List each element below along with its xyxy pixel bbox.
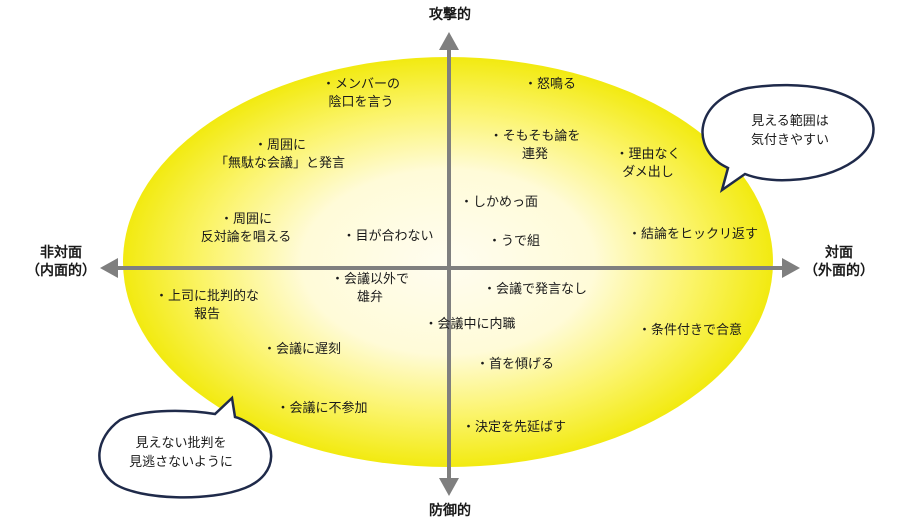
item-arms-crossed: ・うで組 bbox=[482, 233, 546, 251]
item-eloquent-outside-line1: ・会議以外で bbox=[330, 272, 409, 287]
item-backbiting: ・メンバーの 陰口を言う bbox=[306, 76, 416, 112]
item-postpone-line1: ・決定を先延ばす bbox=[461, 420, 566, 435]
item-unreasonable-rejection-line2: ダメ出し bbox=[622, 165, 674, 180]
item-useless-meeting-line1: ・周囲に bbox=[253, 138, 306, 153]
item-conditional-agreement: ・条件付きで合意 bbox=[628, 322, 752, 340]
axis-label-bottom: 防御的 bbox=[420, 502, 480, 520]
item-no-eye-contact-line1: ・目が合わない bbox=[342, 229, 434, 244]
item-opposition-line1: ・周囲に bbox=[219, 212, 272, 227]
arrow-up-icon bbox=[439, 32, 459, 50]
item-critical-report: ・上司に批判的な 報告 bbox=[142, 288, 272, 324]
axis-top-text: 攻撃的 bbox=[429, 7, 471, 23]
item-head-tilt-line1: ・首を傾げる bbox=[475, 357, 554, 372]
callout-text-bottom-left: 見えない批判を 見逃さないように bbox=[106, 434, 256, 472]
item-yelling: ・怒鳴る bbox=[515, 76, 585, 94]
arrow-left-icon bbox=[100, 258, 118, 278]
axis-label-left: 非対面 （内面的） bbox=[18, 244, 104, 280]
item-postpone: ・決定を先延ばす bbox=[454, 419, 574, 437]
item-absent-line1: ・会議に不参加 bbox=[276, 401, 368, 416]
item-conditional-agreement-line1: ・条件付きで合意 bbox=[637, 323, 742, 338]
item-frowning: ・しかめっ面 bbox=[456, 194, 542, 212]
item-late-line1: ・会議に遅刻 bbox=[262, 342, 341, 357]
item-silent-in-meeting-line1: ・会議で発言なし bbox=[482, 282, 587, 297]
item-frowning-line1: ・しかめっ面 bbox=[459, 195, 538, 210]
callout-bottom-left-line1: 見えない批判を bbox=[135, 436, 227, 451]
axis-label-top: 攻撃的 bbox=[420, 6, 480, 24]
item-head-tilt: ・首を傾げる bbox=[470, 356, 560, 374]
arrow-down-icon bbox=[439, 478, 459, 496]
callout-bottom-left-line2: 見逃さないように bbox=[129, 455, 233, 470]
callout-text-top-right: 見える範囲は 気付きやすい bbox=[720, 112, 860, 150]
item-silent-in-meeting: ・会議で発言なし bbox=[472, 281, 598, 299]
callout-bubble-bottom-left bbox=[98, 395, 273, 499]
item-late: ・会議に遅刻 bbox=[252, 341, 352, 359]
item-arms-crossed-line1: ・うで組 bbox=[487, 234, 540, 249]
item-fundamental-arguments-line2: 連発 bbox=[521, 147, 548, 162]
callout-top-right-line2: 気付きやすい bbox=[750, 133, 829, 148]
item-unreasonable-rejection: ・理由なく ダメ出し bbox=[608, 146, 688, 182]
item-fundamental-arguments-line1: ・そもそも論を bbox=[489, 129, 581, 144]
item-eloquent-outside: ・会議以外で 雄弁 bbox=[318, 271, 422, 307]
item-critical-report-line1: ・上司に批判的な bbox=[154, 289, 259, 304]
item-yelling-line1: ・怒鳴る bbox=[523, 77, 576, 92]
item-backbiting-line2: 陰口を言う bbox=[328, 95, 394, 110]
item-critical-report-line2: 報告 bbox=[193, 307, 220, 322]
axis-left-line2: （内面的） bbox=[26, 263, 96, 279]
axis-bottom-text: 防御的 bbox=[429, 503, 471, 519]
item-useless-meeting: ・周囲に 「無駄な会議」と発言 bbox=[200, 137, 360, 173]
item-unreasonable-rejection-line1: ・理由なく bbox=[615, 147, 681, 162]
item-opposition-line2: 反対論を唱える bbox=[200, 230, 292, 245]
item-backbiting-line1: ・メンバーの bbox=[321, 77, 400, 92]
axis-left-line1: 非対面 bbox=[40, 245, 82, 261]
item-fundamental-arguments: ・そもそも論を 連発 bbox=[480, 128, 590, 164]
arrow-right-icon bbox=[782, 258, 800, 278]
axis-right-line2: （外面的） bbox=[804, 263, 874, 279]
item-useless-meeting-line2: 「無駄な会議」と発言 bbox=[214, 156, 345, 171]
item-eloquent-outside-line2: 雄弁 bbox=[356, 290, 383, 305]
item-opposition: ・周囲に 反対論を唱える bbox=[188, 211, 304, 247]
callout-top-right-line1: 見える範囲は bbox=[751, 114, 829, 129]
item-no-eye-contact: ・目が合わない bbox=[336, 228, 440, 246]
axis-right-line1: 対面 bbox=[825, 245, 853, 261]
axis-label-right: 対面 （外面的） bbox=[796, 244, 882, 280]
item-side-work: ・会議中に内職 bbox=[412, 316, 528, 334]
item-overturn-conclusion: ・結論をヒックリ返す bbox=[628, 226, 758, 244]
callout-bubble-top-right bbox=[701, 83, 875, 193]
item-overturn-conclusion-line1: ・結論をヒックリ返す bbox=[628, 227, 759, 242]
item-side-work-line1: ・会議中に内職 bbox=[424, 317, 516, 332]
item-absent: ・会議に不参加 bbox=[264, 400, 380, 418]
